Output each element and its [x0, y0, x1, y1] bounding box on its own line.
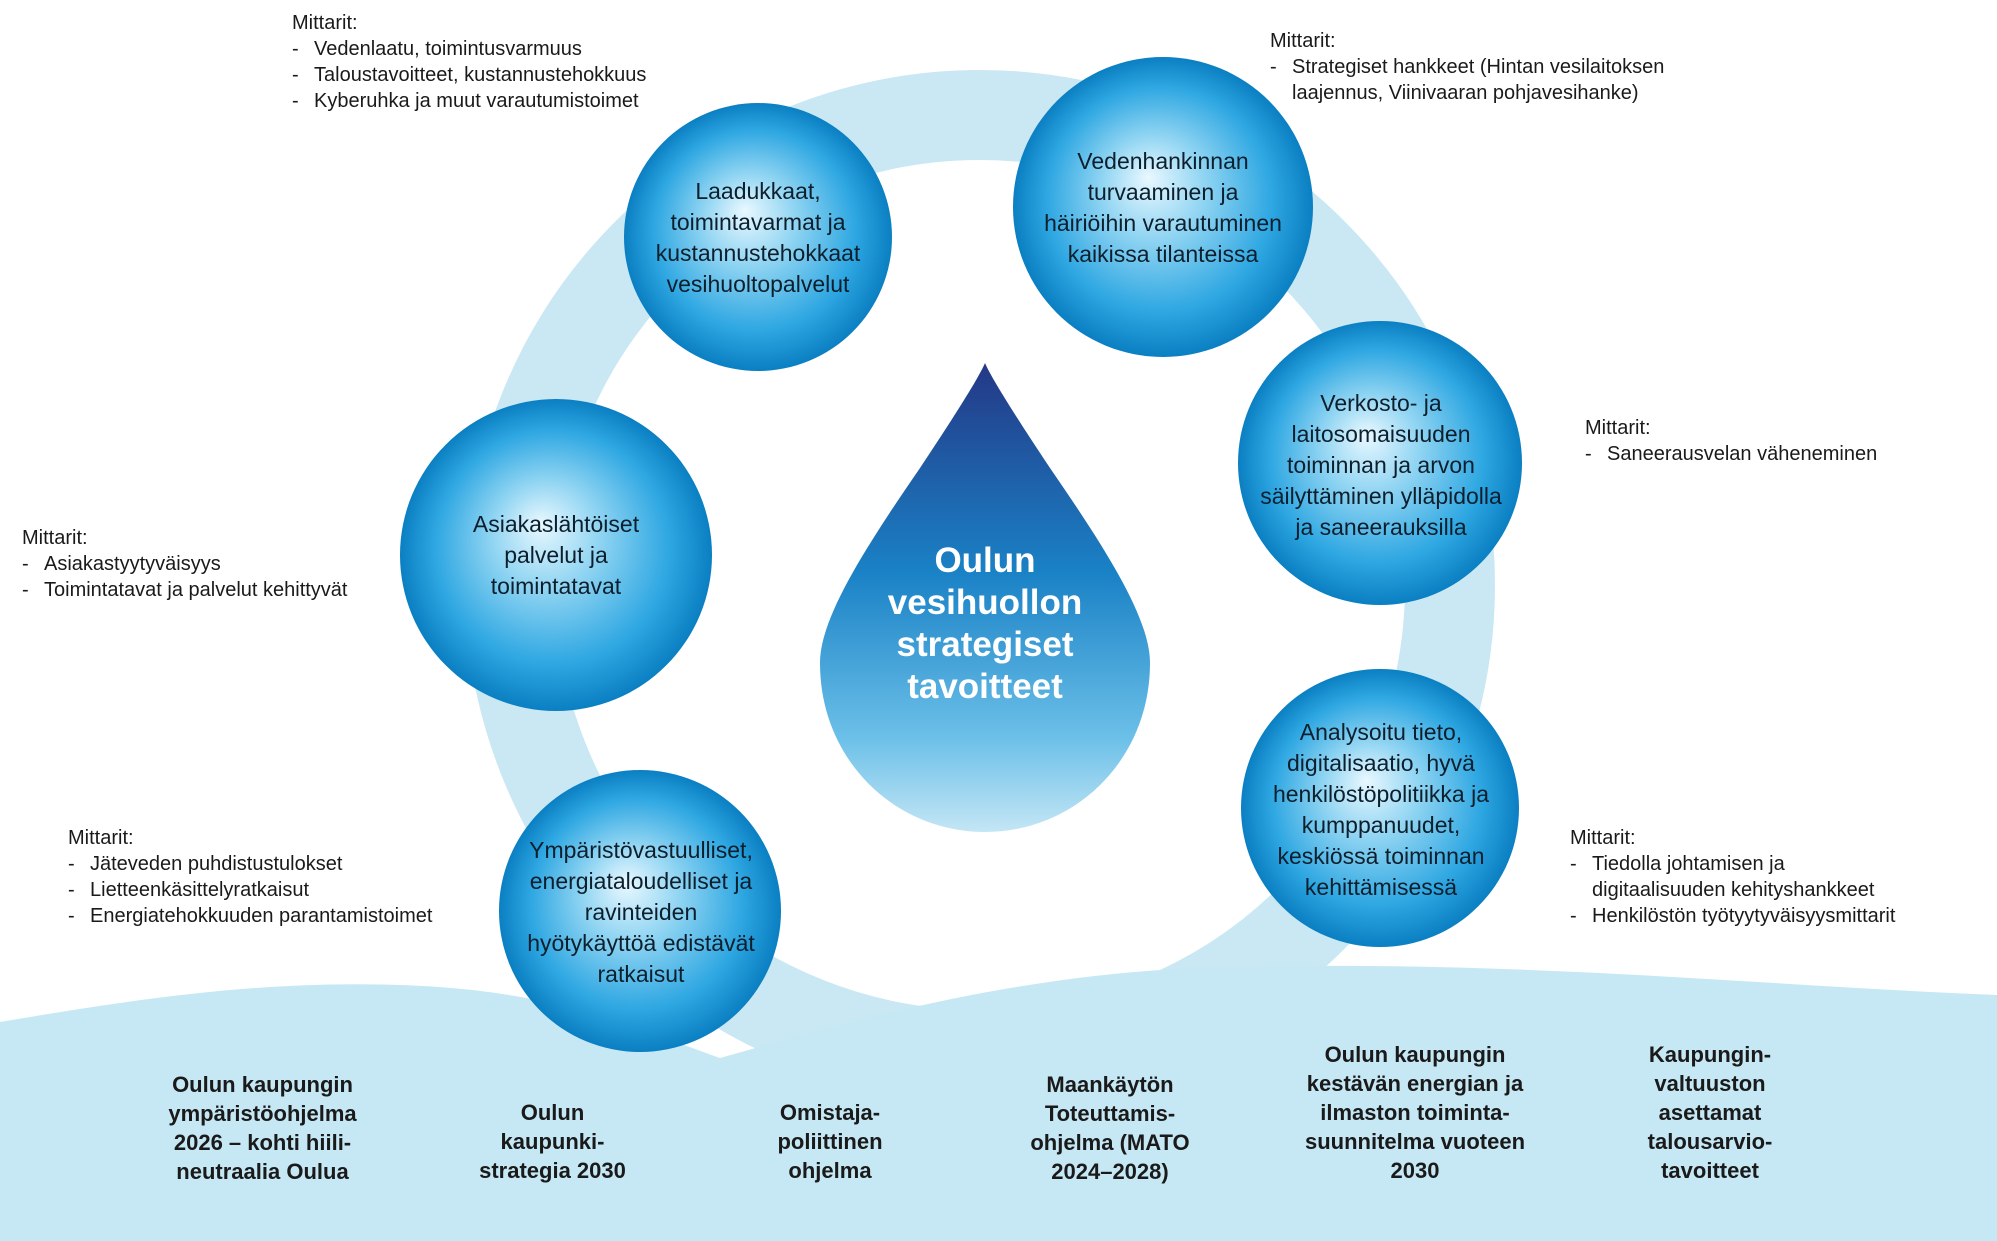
bubble-ymparisto: [499, 770, 781, 1052]
metric-item: Lietteenkäsittelyratkaisut: [68, 877, 432, 903]
program-mato: Maankäytön Toteuttamis- ohjelma (MATO 20…: [1030, 1072, 1190, 1184]
wave-band: [0, 965, 1997, 1241]
program-ymparistoohjelma: Oulun kaupungin ympäristöohjelma 2026 – …: [168, 1072, 357, 1184]
metric-item: Saneerausvelan väheneminen: [1585, 441, 1877, 467]
metric-item: Strategiset hankkeet (Hintan vesilaitoks…: [1270, 54, 1664, 106]
goal-verkosto: Verkosto- ja laitosomaisuuden toiminnan …: [1250, 385, 1512, 545]
metrics-header: Mittarit:: [1570, 827, 1636, 849]
metrics-vedenhankinta: Mittarit: Strategiset hankkeet (Hintan v…: [1270, 28, 1664, 106]
metrics-header: Mittarit:: [22, 527, 88, 549]
bubble-analysoitu: [1241, 669, 1519, 947]
metrics-verkosto: Mittarit: Saneerausvelan väheneminen: [1585, 415, 1877, 467]
program-kaupunkistrategia: Oulun kaupunki- strategia 2030: [479, 1100, 626, 1183]
goal-text: Ympäristövastuulliset, energiataloudelli…: [527, 837, 755, 987]
goal-text: Verkosto- ja laitosomaisuuden toiminnan …: [1260, 389, 1502, 540]
metrics-header: Mittarit:: [68, 827, 134, 849]
goal-vedenhankinta: Vedenhankinnan turvaaminen ja häiriöihin…: [1023, 140, 1303, 275]
metric-item: Henkilöstön työtyytyväisyysmittarit: [1570, 903, 1895, 929]
metric-item: Kyberuhka ja muut varautumistoimet: [292, 88, 646, 114]
metrics-header: Mittarit:: [1270, 30, 1336, 52]
goal-text: Laadukkaat, toimintavarmat ja kustannust…: [655, 177, 861, 297]
center-title: Oulun vesihuollon strategiset tavoitteet: [887, 541, 1083, 706]
metric-item: Toimintatavat ja palvelut kehittyvät: [22, 577, 348, 603]
metric-item: Vedenlaatu, toimintusvarmuus: [292, 36, 646, 62]
bubble-asiakas: [400, 399, 712, 711]
goal-analysoitu: Analysoitu tieto, digitalisaatio, hyvä h…: [1250, 715, 1512, 905]
metrics-asiakas: Mittarit: Asiakastyytyväisyys Toimintata…: [22, 525, 348, 603]
metric-item: Energiatehokkuuden parantamistoimet: [68, 903, 432, 929]
goal-ymparisto: Ympäristövastuulliset, energiataloudelli…: [510, 830, 772, 995]
goal-text: Asiakaslähtöiset palvelut ja toimintatav…: [472, 510, 640, 599]
bubble-verkosto: [1238, 321, 1522, 605]
metrics-analysoitu: Mittarit: Tiedolla johtamisen ja digitaa…: [1570, 825, 1895, 929]
metric-item: Taloustavoitteet, kustannustehokkuus: [292, 62, 646, 88]
goal-text: Analysoitu tieto, digitalisaatio, hyvä h…: [1272, 719, 1490, 900]
metrics-ymparisto: Mittarit: Jäteveden puhdistustulokset Li…: [68, 825, 432, 929]
program-talousarvio: Kaupungin- valtuuston asettamat talousar…: [1647, 1042, 1773, 1183]
metric-item: Jäteveden puhdistustulokset: [68, 851, 432, 877]
water-drop: [820, 363, 1150, 832]
goal-text: Vedenhankinnan turvaaminen ja häiriöihin…: [1044, 147, 1282, 267]
metric-item: Asiakastyytyväisyys: [22, 551, 348, 577]
bubble-laadukkaat: [624, 103, 892, 371]
program-energia-ilmasto: Oulun kaupungin kestävän energian ja ilm…: [1304, 1042, 1526, 1183]
goal-laadukkaat: Laadukkaat, toimintavarmat ja kustannust…: [640, 160, 876, 315]
metric-item: Tiedolla johtamisen ja digitaalisuuden k…: [1570, 851, 1895, 903]
bubble-vedenhankinta: [1013, 57, 1313, 357]
metrics-header: Mittarit:: [292, 12, 358, 34]
metrics-header: Mittarit:: [1585, 417, 1651, 439]
metrics-laadukkaat: Mittarit: Vedenlaatu, toimintusvarmuus T…: [292, 10, 646, 114]
program-omistajapoliittinen: Omistaja- poliittinen ohjelma: [777, 1100, 883, 1183]
goal-asiakas: Asiakaslähtöiset palvelut ja toimintatav…: [430, 505, 682, 605]
